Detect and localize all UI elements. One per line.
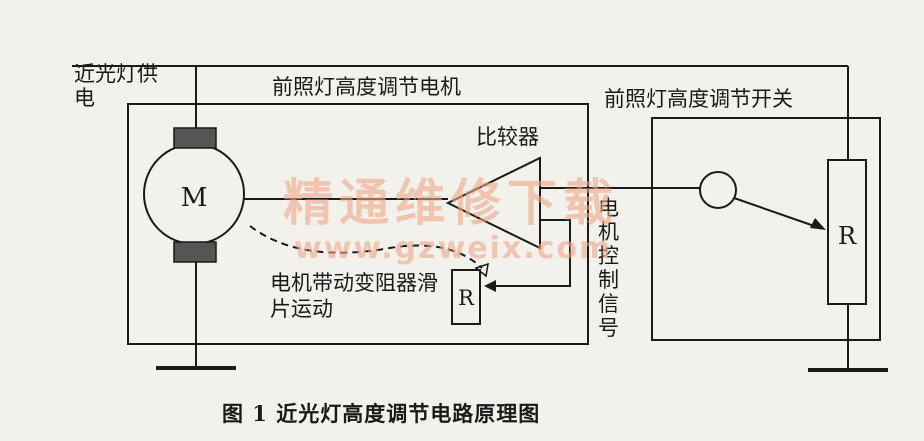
- switch-box-label: 前照灯高度调节开关: [604, 87, 793, 111]
- switch-wiper-arrow: [733, 197, 821, 229]
- switch-knob: [699, 171, 737, 209]
- motor-symbol: M: [181, 183, 208, 213]
- comparator-label: 比较器: [476, 125, 539, 149]
- figure-caption: 图 1 近光灯高度调节电路原理图: [222, 401, 541, 426]
- feedback-arrowhead: [484, 280, 496, 292]
- feedback-wire: [492, 219, 571, 287]
- motor-brush-bottom: [173, 241, 217, 263]
- control-signal-label: 电机控制信号: [598, 196, 619, 340]
- mechanical-link-dashed: [249, 225, 483, 269]
- watermark-chinese: 精通维修下载: [283, 174, 619, 232]
- slider-note-label: 电机带动变阻器滑片运动: [270, 271, 438, 321]
- inner-resistor-symbol: R: [458, 286, 475, 310]
- wiper-arrowhead: [810, 218, 826, 230]
- watermark-url: www.gzweix.com: [294, 231, 613, 266]
- switch-resistor-symbol: R: [838, 222, 857, 250]
- comparator-triangle: [445, 156, 541, 250]
- supply-label: 近光灯供电: [74, 62, 158, 110]
- motor-enclosure: [127, 103, 589, 345]
- motor-brush-top: [173, 127, 217, 149]
- switch-enclosure: [651, 117, 881, 341]
- motor-box-label: 前照灯高度调节电机: [272, 75, 461, 99]
- inner-resistor-body: [451, 269, 481, 325]
- slider-arrowhead: [474, 262, 489, 278]
